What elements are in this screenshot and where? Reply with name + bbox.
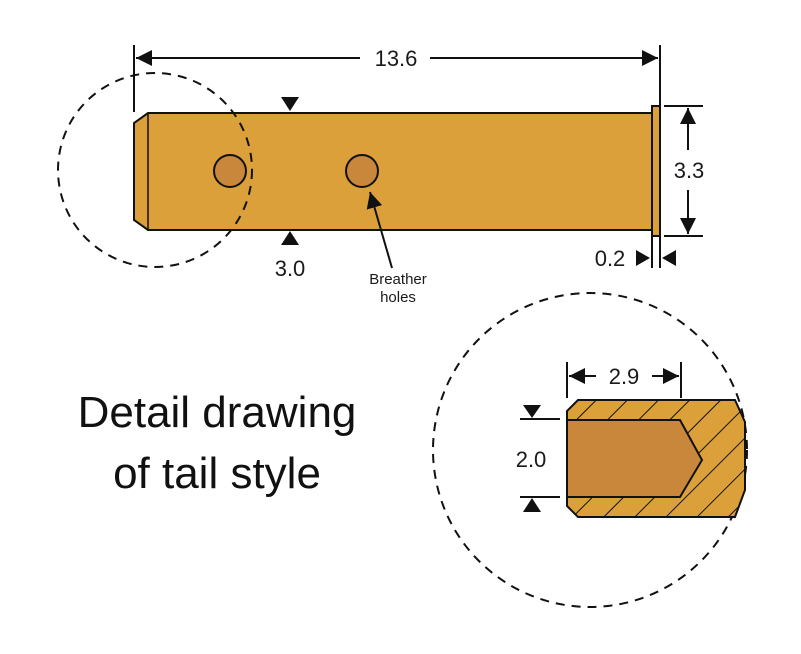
tail-length-label: 2.9 (609, 364, 640, 389)
flange-thickness-label: 0.2 (595, 246, 626, 271)
hole-position-label: 3.0 (275, 256, 306, 281)
overall-length-label: 13.6 (375, 46, 418, 71)
detail-view-circle (432, 292, 748, 608)
flange-thickness-dimension: 0.2 (595, 236, 676, 271)
detail-title-line2: of tail style (113, 449, 321, 498)
overall-length-dimension: 13.6 (133, 45, 661, 112)
pin-body (133, 105, 661, 237)
breather-hole-2 (345, 154, 379, 188)
tail-diameter-label: 2.0 (516, 447, 547, 472)
breather-label-line1: Breather (369, 271, 427, 288)
breather-holes-callout: Breather holes (366, 191, 427, 306)
height-label: 3.3 (674, 158, 705, 183)
breather-hole-1 (213, 154, 247, 188)
hole-position-dimension: 3.0 (275, 97, 306, 281)
breather-label-line2: holes (380, 289, 416, 306)
tail-bore (566, 419, 704, 498)
detail-callout-circle (57, 72, 253, 268)
tail-detail-view: 2.9 2.0 (432, 292, 748, 608)
height-dimension: 3.3 (664, 105, 705, 237)
detail-title-line1: Detail drawing (78, 388, 357, 437)
pin-flange (651, 105, 661, 237)
